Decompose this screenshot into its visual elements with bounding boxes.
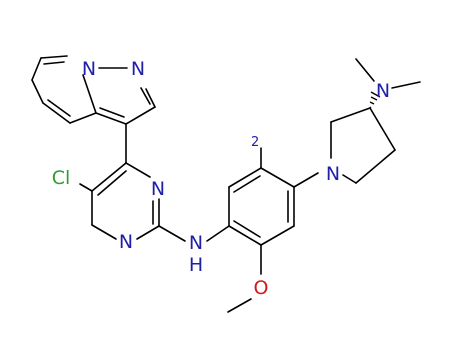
bond: [31, 57, 42, 81]
bond: [233, 220, 261, 238]
bond: [47, 99, 71, 117]
bond: [228, 225, 262, 246]
bond: [391, 81, 421, 89]
atom-cl: Cl: [52, 167, 71, 189]
atom-h-amine: H: [189, 254, 203, 276]
bond: [260, 167, 295, 188]
pyrazolopyridine-group: N N: [31, 55, 156, 125]
bond: [43, 61, 65, 65]
bond: [355, 149, 396, 184]
benzene-group: [228, 167, 295, 246]
wedge-hash: [370, 91, 381, 98]
atom-n-amine: N: [189, 232, 203, 254]
bond: [91, 224, 117, 240]
bond: [91, 162, 127, 192]
bond: [228, 167, 262, 188]
bond: [227, 298, 252, 313]
bond: [330, 107, 371, 123]
bond: [97, 170, 127, 196]
bond: [95, 112, 127, 125]
bond: [136, 225, 160, 240]
wedge-hash: [370, 96, 378, 101]
bond: [206, 225, 230, 242]
bond: [355, 58, 375, 82]
atom-n-bridgehead: N: [82, 58, 96, 80]
bond: [82, 74, 97, 114]
bond: [260, 225, 295, 246]
bond: [79, 183, 93, 192]
bond: [293, 172, 319, 188]
atom-n-pyrimidine-3: N: [151, 178, 165, 200]
pyrrolidine-group: N: [293, 107, 396, 188]
bond: [42, 102, 71, 124]
atom-n-pyrazole: N: [131, 58, 145, 80]
atom-nh2: 2: [251, 135, 259, 150]
bond: [125, 162, 151, 178]
bond: [40, 55, 68, 59]
bond: [369, 107, 396, 151]
pyrimidine-group: N N Cl: [52, 162, 165, 253]
bond: [69, 112, 97, 124]
bond: [99, 107, 125, 118]
wedge-hash: [369, 101, 375, 105]
bond: [125, 106, 156, 125]
bond: [31, 79, 44, 104]
wedge-hash: [369, 106, 372, 109]
bond: [140, 87, 151, 105]
atom-o-methoxy: O: [254, 277, 269, 299]
bond: [233, 175, 261, 193]
bond: [145, 88, 156, 108]
bond: [158, 225, 186, 242]
atom-n-pyrimidine-1: N: [119, 231, 133, 253]
atom-n-pyrrolidine: N: [326, 163, 340, 185]
atom-n-dimethyl: N: [376, 80, 390, 102]
bond: [342, 174, 357, 184]
nh2-subscript: 2: [251, 135, 259, 150]
stereo-hashed-wedge: [369, 91, 381, 109]
